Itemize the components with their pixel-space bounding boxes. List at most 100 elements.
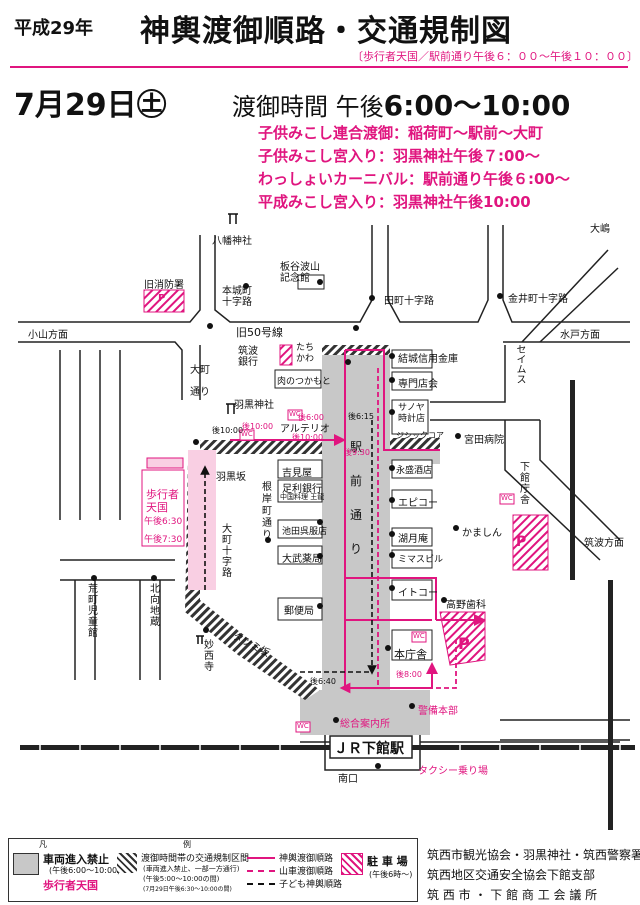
label-taxi: タクシー乗り場 [418, 766, 488, 777]
label-chuka: 中国料理 王龍 [280, 493, 325, 501]
legend-route1: 神輿渡御順路 [279, 854, 334, 864]
wc-icon: WC [297, 722, 309, 730]
label-route50: 旧50号線 [236, 326, 283, 339]
restricted-road [200, 440, 322, 454]
station-box [329, 735, 413, 759]
label-ped-heaven: 歩行者 天国 [146, 488, 179, 514]
legend-route1-line [247, 857, 275, 859]
label-omachi-cross: 大 町 十 字 路 [222, 524, 232, 579]
label-eki-dori: 駅 前 通 り [350, 440, 363, 556]
footer-line: 筑 西 市 ・ 下 館 商 工 会 議 所 [427, 888, 598, 902]
label-mito: 水戸方面 [560, 330, 600, 341]
event-time: 渡御時間 午後6:00〜10:00 [232, 89, 571, 122]
schedule-item: 平成みこし宮入り：羽黒神社午後10:00 [258, 193, 531, 211]
header-year: 平成29年 [14, 18, 94, 39]
legend: 凡 例 車両進入禁止 (午後6:00〜10:00) 歩行者天国 渡御時間帯の交通… [8, 838, 418, 902]
legend-closed: 車両進入禁止 [43, 853, 109, 866]
label-hokko: 北 向 地 蔵 [150, 584, 160, 628]
label-ikeda: 池田呉服店 [282, 527, 328, 537]
label-takano: 高野歯科 [446, 600, 486, 611]
label-honjo: 本城町 十字路 [222, 286, 252, 308]
legend-heading: 凡 例 [39, 840, 191, 849]
label-oyama: 小山方面 [28, 330, 68, 341]
label-tamachi: 田町十字路 [384, 296, 434, 307]
label-daishi-dir: 大嶋 [590, 224, 610, 235]
schedule-item: 子供みこし連合渡御：稲荷町〜駅前〜大町 [258, 124, 544, 142]
schedule-item: 子供みこし宮入り：羽黒神社午後７:00〜 [258, 147, 540, 165]
legend-restrict: 渡御時間帯の交通規制区間 [141, 854, 250, 864]
road-edges [18, 225, 630, 771]
label-itakura: 板谷波山 記念館 [280, 262, 320, 284]
label-station: ＪＲ下館駅 [334, 741, 404, 757]
label-shimodate-office: 下 館 庁 舎 [520, 462, 530, 506]
label-south-exit: 南口 [338, 774, 358, 785]
label-after640: 後6:40 [310, 677, 336, 686]
label-mimasu: ミマスビル [398, 555, 444, 565]
legend-restrict-swatch [117, 853, 137, 873]
schedule-item: わっしょいカーニバル：駅前通り午後６:00〜 [258, 170, 570, 188]
legend-restrict-time: (午後5:00〜10:00の間) [143, 875, 220, 883]
label-honcho: 本庁舎 [394, 648, 427, 661]
label-omachi-dori: 大町 通り [190, 365, 210, 398]
route-map [18, 213, 635, 830]
wc-icon: WC [501, 494, 513, 502]
parking-label: P [516, 534, 527, 550]
label-tachikawa: たち かわ [296, 343, 315, 364]
label-haguro-zaka: 羽黒坂 [216, 472, 246, 483]
parking-label: P [458, 634, 470, 653]
wc-icon: WC [241, 430, 253, 438]
legend-closed-swatch [13, 853, 39, 875]
legend-restrict-note2: (7月29日午後6:30〜10:00の間) [143, 886, 232, 893]
label-ashikaga-bank: 足利銀行 [282, 484, 322, 495]
legend-parking-swatch [341, 853, 363, 875]
header-subtitle: 〔歩行者天国／駅前通り午後６：００〜午後１０：００〕 [352, 50, 638, 63]
label-yuki-bank: 結城信用金庫 [398, 354, 458, 365]
legend-route3-line [247, 883, 275, 885]
label-nikutsuka: 肉のつかもと [277, 377, 331, 387]
label-myosai: 妙 西 寺 [204, 640, 214, 673]
label-tsukuba-dir: 筑波方面 [584, 538, 624, 549]
label-after10: 後10:00 [212, 426, 244, 435]
label-eimori: 永盛酒店 [396, 466, 433, 476]
label-senmon: 専門店会 [398, 379, 438, 390]
label-arterio: アルテリオ [280, 424, 330, 435]
legend-closed-time: (午後6:00〜10:00) [49, 866, 121, 875]
label-hachiman: 八幡神社 [212, 236, 252, 247]
label-kanai: 金井町十字路 [508, 294, 568, 305]
label-info: 総合案内所 [340, 719, 390, 730]
label-negishi: 根 岸 町 通 り [262, 482, 272, 541]
page-title: 神輿渡御順路・交通規制図 [140, 14, 512, 49]
railway [20, 380, 635, 830]
parking-label: P [158, 293, 166, 304]
label-ped-time1: 午後6:30 [144, 517, 183, 527]
label-arakawa: 荒 町 児 童 館 [88, 584, 98, 639]
label-epiko: エピコー [398, 498, 438, 509]
label-itoko: イトコー [398, 588, 438, 599]
label-old-fire: 旧消防署 [144, 280, 184, 291]
label-kamashin: かましん [462, 528, 502, 539]
wc-icon: WC [289, 410, 301, 418]
label-sanoya: サノヤ 時計店 [398, 403, 426, 424]
label-guard: 警備本部 [418, 706, 458, 717]
event-date: 7月29日㊏ [14, 88, 167, 123]
label-okotake: 大武薬局 [282, 554, 322, 565]
label-after930: 後9:30 [344, 448, 370, 457]
legend-restrict-note: (車両進入禁止、一部一方通行) [143, 865, 240, 873]
legend-route3: 子ども神輿順路 [279, 880, 343, 890]
header-divider [10, 66, 628, 68]
footer-line: 筑西地区交通安全協会下館支部 [427, 868, 596, 882]
label-seims: セイムス [514, 344, 525, 384]
label-after800: 後8:00 [396, 670, 422, 679]
legend-parking: 駐 車 場 [367, 855, 408, 868]
label-ped-time2: 午後7:30 [144, 535, 183, 545]
wc-icon: WC [413, 632, 425, 640]
label-haguro: 羽黒神社 [234, 400, 274, 411]
label-after1000b: 後10:00 [292, 433, 324, 442]
label-chikuba-bank: 筑波 銀行 [238, 346, 258, 368]
legend-route2: 山車渡御順路 [279, 867, 334, 877]
legend-ped: 歩行者天国 [43, 879, 98, 892]
label-post: 郵便局 [284, 606, 314, 617]
label-after10-pink: 後10:00 [242, 422, 274, 431]
label-miyata: 宮田病院 [464, 435, 504, 446]
